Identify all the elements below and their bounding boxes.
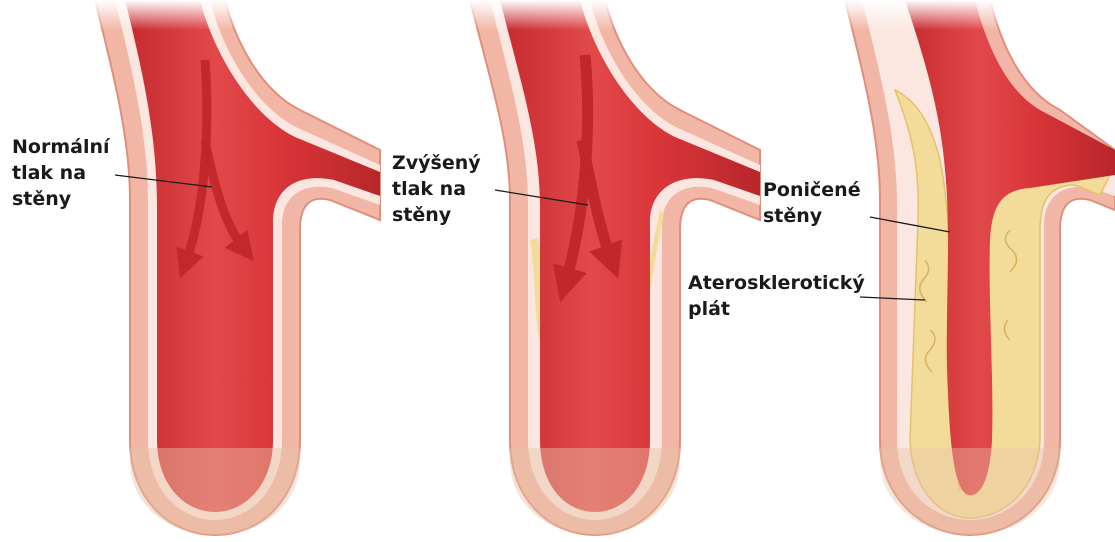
- artery-normal: [95, 0, 380, 535]
- label-plaque: Aterosklerotický plát: [688, 270, 865, 322]
- label-line: Zvýšený: [392, 150, 481, 176]
- cutaway-band: [130, 448, 300, 535]
- cutaway-band: [510, 448, 680, 535]
- label-line: tlak na: [12, 160, 110, 186]
- artery-raised: [470, 0, 760, 535]
- label-normal-pressure: Normální tlak na stěny: [12, 134, 110, 212]
- artery-damaged: [845, 0, 1115, 535]
- label-damaged-walls: Poničené stěny: [763, 177, 861, 229]
- label-line: plát: [688, 296, 865, 322]
- cutaway-band: [880, 448, 1060, 535]
- top-fade: [0, 0, 1115, 30]
- label-line: stěny: [763, 203, 861, 229]
- label-raised-pressure: Zvýšený tlak na stěny: [392, 150, 481, 228]
- label-line: tlak na: [392, 176, 481, 202]
- label-line: Aterosklerotický: [688, 270, 865, 296]
- label-line: Normální: [12, 134, 110, 160]
- label-line: stěny: [392, 202, 481, 228]
- label-line: Poničené: [763, 177, 861, 203]
- label-line: stěny: [12, 186, 110, 212]
